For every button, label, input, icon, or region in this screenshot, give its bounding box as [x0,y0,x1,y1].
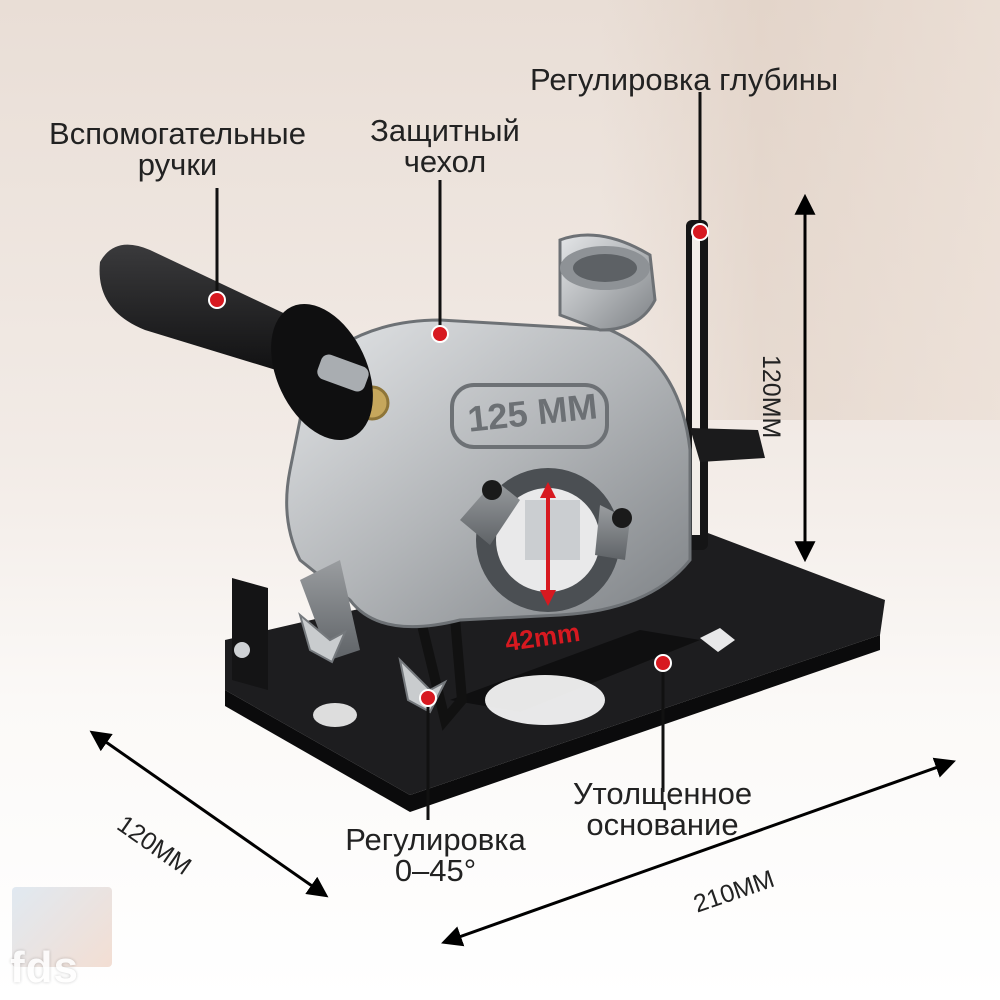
aux-handle-label-line1: Вспомогательные [49,116,306,151]
watermark-text: fds [10,943,79,992]
guard-label: Защитный чехол [355,115,535,177]
angle-adjust-label-line1: Регулировка [345,822,526,857]
clamp-diameter-arrow [540,482,556,606]
base-label-line2: основание [586,807,739,842]
double-arrow-icon [441,757,956,947]
angle-adjust-label: Регулировка 0–45° [328,824,543,886]
base-label: Утолщенное основание [555,778,770,840]
marker-dots [208,223,709,707]
red-dot-icon [691,223,709,241]
watermark-photo [12,887,112,967]
guard-housing [285,233,692,660]
guard-label-line1: Защитный [370,113,520,148]
watermark: fds [8,885,118,995]
red-dot-icon [654,654,672,672]
angle-adjust-label-line2: 0–45° [394,853,477,888]
depth-adjust-rod [686,220,765,550]
dimension-arrows [89,193,956,947]
depth-adjust-label-text: Регулировка глубины [530,62,839,97]
base-label-line1: Утолщенное [572,776,753,811]
red-dot-icon [208,291,226,309]
red-dot-icon [431,325,449,343]
aux-handle [99,244,373,440]
height-dimension: 120MM [757,355,785,439]
aux-handle-label: Вспомогательные ручки [25,118,330,180]
guard-label-line2: чехол [403,144,487,179]
double-arrow-icon [89,730,329,898]
depth-adjust-label: Регулировка глубины [530,64,838,95]
aux-handle-label-line2: ручки [137,147,218,182]
red-dot-icon [419,689,437,707]
